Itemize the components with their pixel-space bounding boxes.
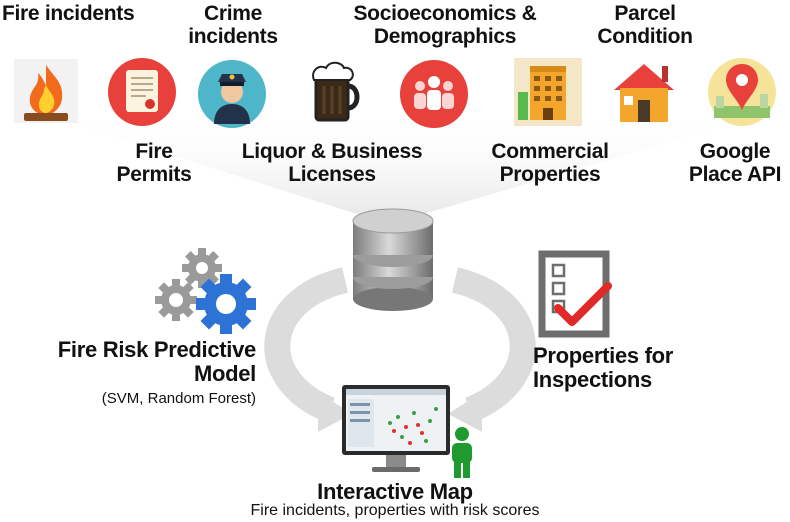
funnel-rays [30,110,780,215]
label-commercial-properties: Commercial Properties [491,140,609,186]
right-flow-arrow [451,267,536,423]
monitor-map-icon [342,385,450,472]
house-icon [614,64,674,122]
left-flow-arrowhead [318,392,352,432]
right-flow-arrowhead [448,392,482,432]
left-flow-arrow [264,267,349,423]
beer-mug-icon [312,61,360,122]
person-icon [452,427,472,478]
label-liquor-business: Liquor & Business Licenses [241,140,423,186]
label-crime-incidents: Crime incidents [188,2,278,48]
permit-document-icon [108,58,176,126]
people-group-icon [400,60,468,128]
map-subtitle: Fire incidents, properties with risk sco… [250,502,540,519]
model-methods: (SVM, Random Forest) [101,390,256,407]
grey-gear-small [182,248,222,288]
inspections-title: Properties for Inspections [533,343,674,392]
blue-gear [196,274,256,334]
label-google-place-api: Google Place API [688,140,782,186]
label-parcel-condition: Parcel Condition [597,2,693,48]
checklist-icon [538,250,612,338]
label-fire-permits: Fire Permits [116,140,192,186]
police-officer-icon [198,60,266,128]
model-title: Fire Risk Predictive Model [57,337,257,386]
map-points [388,407,438,445]
label-fire-incidents: Fire incidents [2,2,135,25]
map-title: Interactive Map [317,479,473,504]
label-socioeconomics: Socioeconomics & Demographics [353,2,537,48]
fire-icon [14,59,78,123]
map-pin-icon [708,58,776,126]
database-icon [352,208,434,311]
gears-icon [155,248,256,334]
hotel-building-icon [514,58,582,126]
grey-gear-left [155,279,197,321]
